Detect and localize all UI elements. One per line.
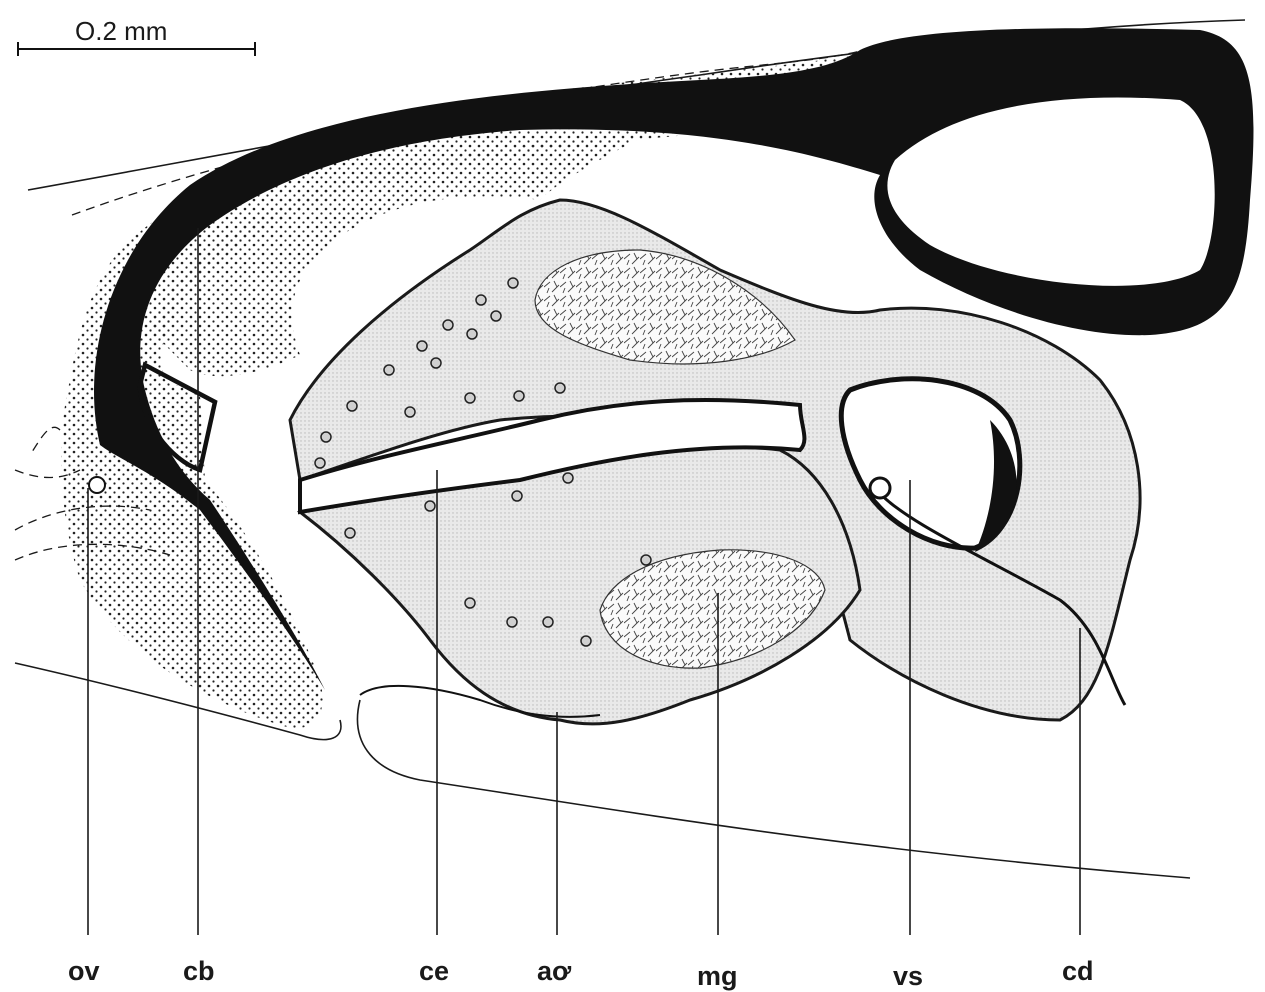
label-cd: cd [1062, 956, 1094, 986]
label-mg: mg [697, 961, 738, 991]
label-ao: aơ [537, 956, 572, 986]
label-vs: vs [893, 961, 923, 991]
label-ov: ov [68, 956, 100, 986]
label-ce: ce [419, 956, 449, 986]
scale-bar: O.2 mm [18, 16, 255, 56]
scale-bar-label: O.2 mm [75, 16, 167, 46]
structure-labels: ov cb ce aơ mg vs cd [68, 956, 1094, 991]
vs-duct-opening [870, 478, 890, 498]
label-cb: cb [183, 956, 215, 986]
ov-structure [89, 477, 105, 493]
